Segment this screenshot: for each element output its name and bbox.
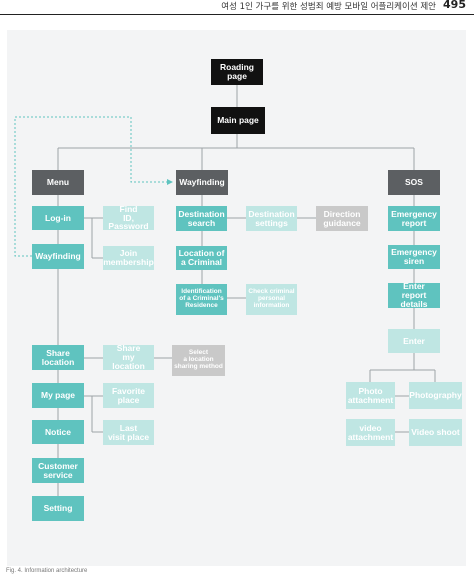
favorite-place-node: Favorite place (103, 383, 154, 408)
my-page-node: My page (32, 383, 84, 408)
page-header: 여성 1인 가구를 위한 성범죄 예방 모바일 어플리케이션 제안 495 (0, 0, 474, 15)
header-title: 여성 1인 가구를 위한 성범죄 예방 모바일 어플리케이션 제안 (221, 2, 436, 12)
photography-node: Photography (409, 382, 462, 409)
select-sharing-method-node: Select a location sharing method (172, 345, 225, 376)
identification-residence-node: Identification of a Criminal's Residence (176, 284, 227, 315)
check-criminal-info-node: Check criminal personal information (246, 284, 297, 315)
share-location-node: Share location (32, 345, 84, 370)
main-page-node: Main page (211, 107, 265, 134)
menu-category: Menu (32, 170, 84, 195)
destination-settings-node: Destination settings (246, 206, 297, 231)
share-my-location-node: Share my location (103, 344, 154, 370)
sos-category: SOS (388, 170, 440, 195)
wayfinding-category: Wayfinding (176, 170, 228, 195)
notice-node: Notice (32, 420, 84, 444)
emergency-report-node: Emergency report (388, 206, 440, 231)
photo-attachment-node: Photo attachment (346, 382, 395, 409)
video-shoot-node: Video shoot (409, 419, 462, 446)
video-attachment-node: video attachment (346, 419, 395, 446)
wayfinding-menu-node: Wayfinding (32, 244, 84, 269)
page-number: 495 (443, 0, 466, 11)
find-id-password-node: Find ID, Password (103, 204, 154, 231)
last-visit-place-node: Last visit place (103, 420, 154, 445)
setting-node: Setting (32, 496, 84, 521)
enter-report-details-node: Enter report details (388, 282, 440, 308)
destination-search-node: Destination search (176, 206, 227, 231)
enter-node: Enter (388, 329, 440, 353)
direction-guidance-node: Direction guidance (316, 206, 368, 231)
customer-service-node: Customer service (32, 458, 84, 483)
figure-caption: Fig. 4. Information architecture (6, 568, 88, 574)
roading-page-node: Roading page (211, 59, 263, 85)
location-of-criminal-node: Location of a Criminal (176, 246, 227, 270)
login-node: Log-in (32, 206, 84, 230)
join-membership-node: Join membership (103, 246, 154, 270)
emergency-siren-node: Emergency siren (388, 245, 440, 269)
